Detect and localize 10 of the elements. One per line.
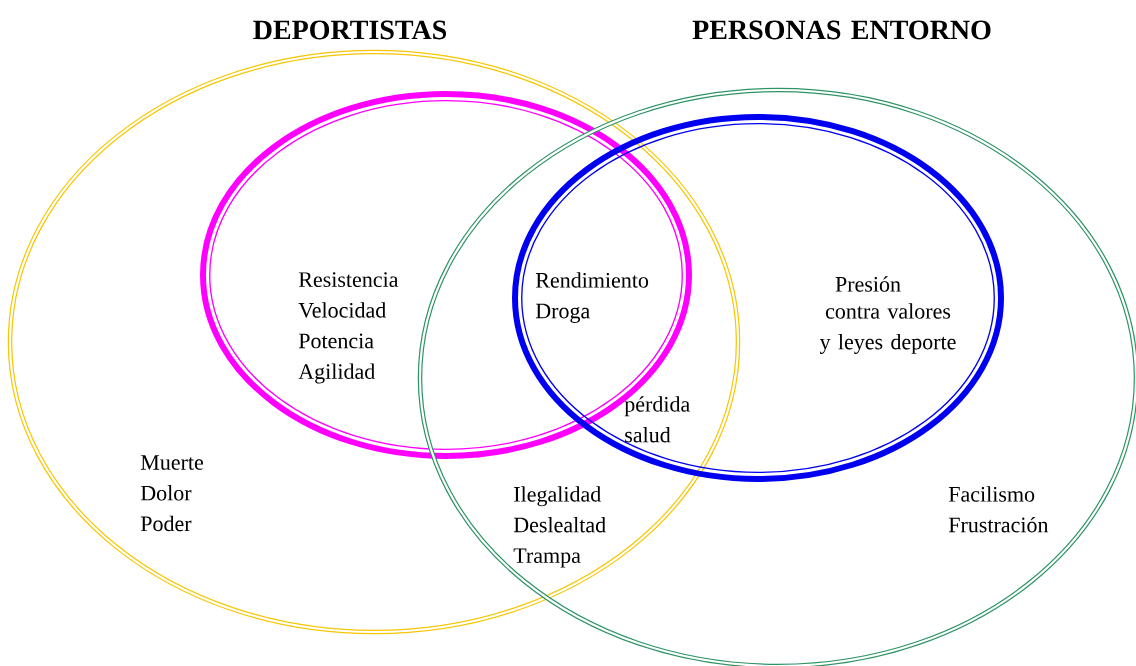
region-label: Resistencia Velocidad Potencia Agilidad [298, 272, 399, 384]
circle-title: PERSONAS ENTORNO [692, 20, 991, 40]
region-label: pérdida salud [624, 396, 690, 443]
region-label: Presión [835, 276, 901, 292]
region-label: Muerte Dolor Poder [140, 455, 204, 532]
region-label: Ilegalidad Deslealtad Trampa [513, 486, 606, 568]
region-label: contra valores y leyes deporte [819, 303, 956, 354]
region-label: Rendimiento Droga [535, 272, 649, 323]
region-label: Facilismo Frustración [948, 486, 1049, 533]
circle-title: DEPORTISTAS [253, 20, 447, 40]
